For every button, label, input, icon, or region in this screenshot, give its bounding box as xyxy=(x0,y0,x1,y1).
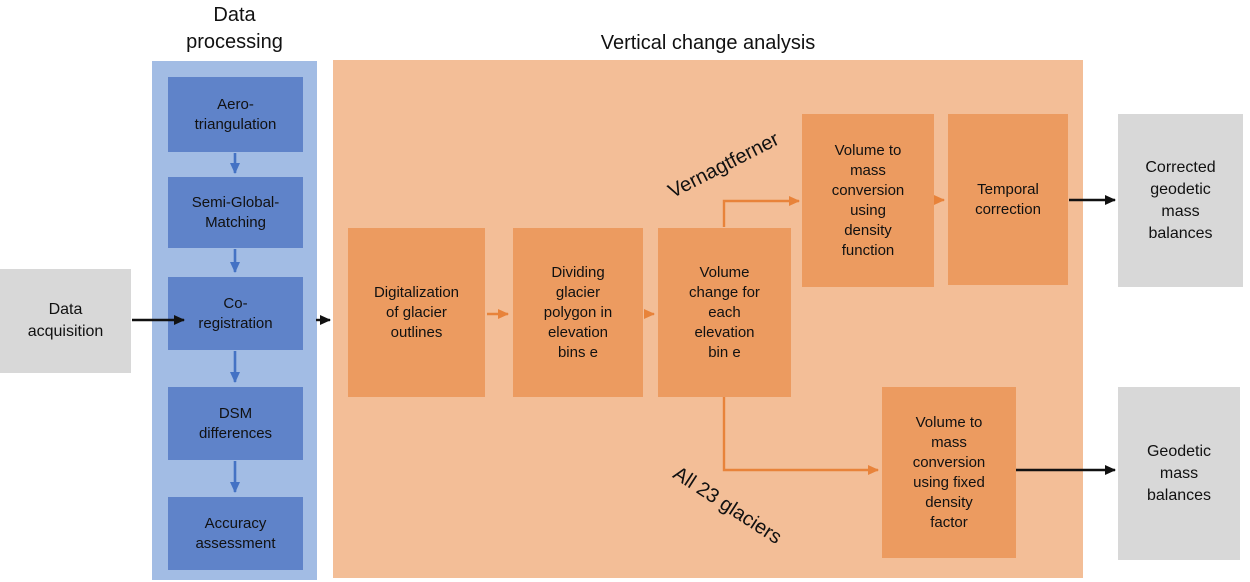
vertical-change-analysis-title: Vertical change analysis xyxy=(600,32,816,54)
step-semi-global-matching: Semi-Global-Matching xyxy=(168,177,303,248)
step-aero-triangulation: Aero-triangulation xyxy=(168,77,303,152)
step-co-registration: Co-registration xyxy=(168,277,303,350)
